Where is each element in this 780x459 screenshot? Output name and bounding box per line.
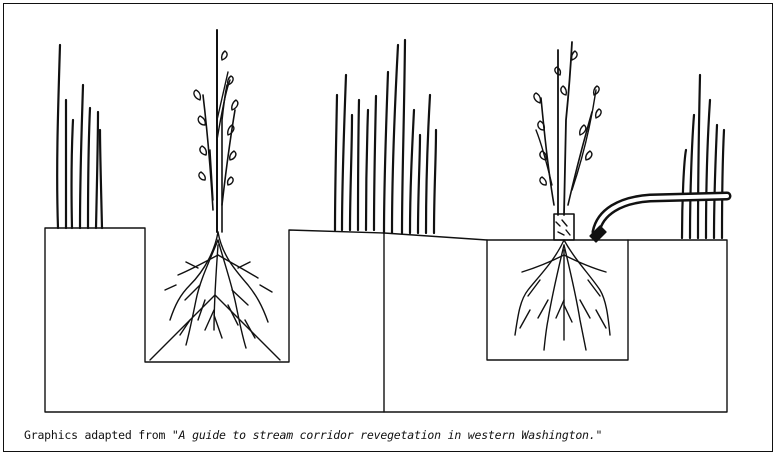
caption-prefix: Graphics adapted from bbox=[24, 428, 172, 442]
figure-caption: Graphics adapted from "A guide to stream… bbox=[24, 428, 602, 442]
right-grass-clump bbox=[682, 75, 724, 238]
left-root-mound bbox=[150, 232, 280, 360]
right-root-system bbox=[515, 240, 610, 350]
left-seedling bbox=[194, 30, 238, 232]
caption-source-title: "A guide to stream corridor revegetation… bbox=[172, 428, 602, 442]
middle-grass-clump bbox=[335, 40, 436, 233]
left-grass-clump bbox=[57, 45, 102, 228]
right-container-plant bbox=[534, 42, 601, 240]
